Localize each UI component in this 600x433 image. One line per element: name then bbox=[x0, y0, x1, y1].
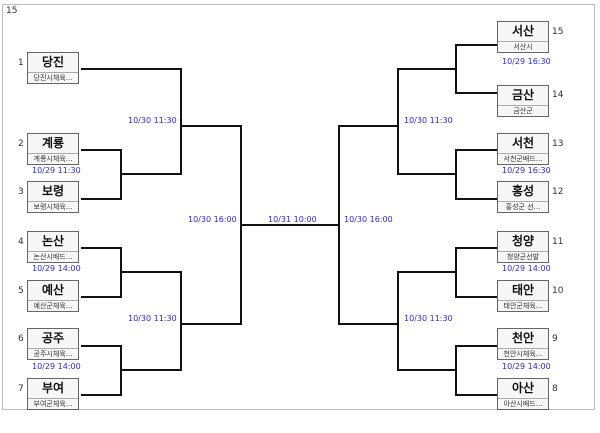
seed-number: 14 bbox=[552, 90, 564, 100]
match-time: 10/31 10:00 bbox=[268, 215, 317, 224]
team-box-taean[interactable]: 태안 태안군체육... bbox=[497, 280, 549, 312]
right-connector-13-12 bbox=[455, 149, 497, 200]
match-time: 10/30 11:30 bbox=[404, 314, 453, 323]
team-name: 논산 bbox=[28, 232, 78, 252]
match-time: 10/29 16:30 bbox=[502, 57, 551, 66]
team-count: 15 bbox=[6, 6, 18, 16]
left-connector-qf-bot bbox=[121, 271, 182, 371]
seed-number: 5 bbox=[18, 286, 24, 296]
team-box-gyeryong[interactable]: 계룡 계룡시체육... bbox=[27, 133, 79, 165]
match-time: 10/29 16:30 bbox=[502, 166, 551, 175]
left-connector-2-3 bbox=[81, 149, 122, 200]
match-time: 10/29 14:00 bbox=[32, 264, 81, 273]
team-club: 금산군 bbox=[513, 107, 533, 115]
team-box-yesan[interactable]: 예산 예산군체육... bbox=[27, 280, 79, 312]
team-box-seosan[interactable]: 서산 서산시 bbox=[497, 21, 549, 53]
team-box-hongseong[interactable]: 홍성 홍성군 선... bbox=[497, 181, 549, 213]
match-time: 10/29 14:00 bbox=[32, 362, 81, 371]
match-time: 10/30 11:30 bbox=[404, 116, 453, 125]
right-connector-15-14 bbox=[455, 44, 497, 94]
seed-number: 10 bbox=[552, 286, 564, 296]
seed-number: 3 bbox=[18, 187, 24, 197]
team-name: 서천 bbox=[498, 134, 548, 154]
seed-number: 6 bbox=[18, 334, 24, 344]
team-name: 서산 bbox=[498, 22, 548, 42]
team-club: 논산시배드... bbox=[33, 253, 73, 261]
team-name: 보령 bbox=[28, 182, 78, 202]
team-name: 당진 bbox=[28, 53, 78, 73]
team-club: 홍성군 선... bbox=[505, 203, 541, 211]
team-name: 부여 bbox=[28, 379, 78, 399]
team-name: 금산 bbox=[498, 86, 548, 106]
team-box-cheongyang[interactable]: 청양 청양군선발 bbox=[497, 231, 549, 263]
left-connector-4-5 bbox=[81, 247, 122, 298]
right-connector-sf bbox=[338, 125, 398, 325]
team-club: 공주시체육... bbox=[33, 350, 73, 358]
match-time: 10/29 14:00 bbox=[502, 362, 551, 371]
team-club: 당진시체육... bbox=[33, 74, 73, 82]
team-club: 예산군체육... bbox=[33, 302, 73, 310]
seed-number: 15 bbox=[552, 27, 564, 37]
team-name: 홍성 bbox=[498, 182, 548, 202]
seed-number: 9 bbox=[552, 334, 558, 344]
team-box-gongju[interactable]: 공주 공주시체육... bbox=[27, 328, 79, 360]
right-connector-qf-top bbox=[397, 68, 456, 175]
right-connector-11-10 bbox=[455, 247, 497, 298]
seed-number: 8 bbox=[552, 384, 558, 394]
team-box-geumsan[interactable]: 금산 금산군 bbox=[497, 85, 549, 117]
seed-number: 1 bbox=[18, 58, 24, 68]
seed-number: 13 bbox=[552, 139, 564, 149]
bracket-frame bbox=[2, 4, 595, 410]
seed-number: 12 bbox=[552, 187, 564, 197]
team-box-buyeo[interactable]: 부여 부여군체육... bbox=[27, 378, 79, 410]
match-time: 10/30 16:00 bbox=[344, 215, 393, 224]
seed-number: 4 bbox=[18, 237, 24, 247]
match-time: 10/29 11:30 bbox=[32, 166, 81, 175]
team-name: 아산 bbox=[498, 379, 548, 399]
team-name: 예산 bbox=[28, 281, 78, 301]
team-club: 청양군선발 bbox=[506, 253, 540, 261]
match-time: 10/30 16:00 bbox=[188, 215, 237, 224]
team-club: 계룡시체육... bbox=[33, 155, 73, 163]
team-club: 보령시체육... bbox=[33, 203, 73, 211]
seed-number: 2 bbox=[18, 139, 24, 149]
team-box-seocheon[interactable]: 서천 서천군배드... bbox=[497, 133, 549, 165]
team-club: 서산시 bbox=[513, 43, 533, 51]
team-club: 서천군배드... bbox=[503, 155, 543, 163]
match-time: 10/29 14:00 bbox=[502, 264, 551, 273]
team-club: 아산시배드... bbox=[503, 400, 543, 408]
left-connector-sf bbox=[181, 125, 242, 325]
right-connector-9-8 bbox=[455, 345, 497, 396]
team-club: 태안군체육... bbox=[503, 302, 543, 310]
team-name: 공주 bbox=[28, 329, 78, 349]
team-box-nonsan[interactable]: 논산 논산시배드... bbox=[27, 231, 79, 263]
team-club: 부여군체육... bbox=[33, 400, 73, 408]
match-time: 10/30 11:30 bbox=[128, 314, 177, 323]
team-name: 청양 bbox=[498, 232, 548, 252]
team-box-cheonan[interactable]: 천안 천안시체육... bbox=[497, 328, 549, 360]
match-time: 10/30 11:30 bbox=[128, 116, 177, 125]
team-name: 태안 bbox=[498, 281, 548, 301]
left-connector-qf-top bbox=[81, 68, 182, 175]
team-box-asan[interactable]: 아산 아산시배드... bbox=[497, 378, 549, 410]
team-box-dangjin[interactable]: 당진 당진시체육... bbox=[27, 52, 79, 84]
team-club: 천안시체육... bbox=[503, 350, 543, 358]
left-connector-6-7 bbox=[81, 345, 122, 396]
seed-number: 7 bbox=[18, 384, 24, 394]
team-box-boryeong[interactable]: 보령 보령시체육... bbox=[27, 181, 79, 213]
right-connector-qf-bot bbox=[397, 271, 456, 371]
seed-number: 11 bbox=[552, 237, 564, 247]
team-name: 계룡 bbox=[28, 134, 78, 154]
team-name: 천안 bbox=[498, 329, 548, 349]
